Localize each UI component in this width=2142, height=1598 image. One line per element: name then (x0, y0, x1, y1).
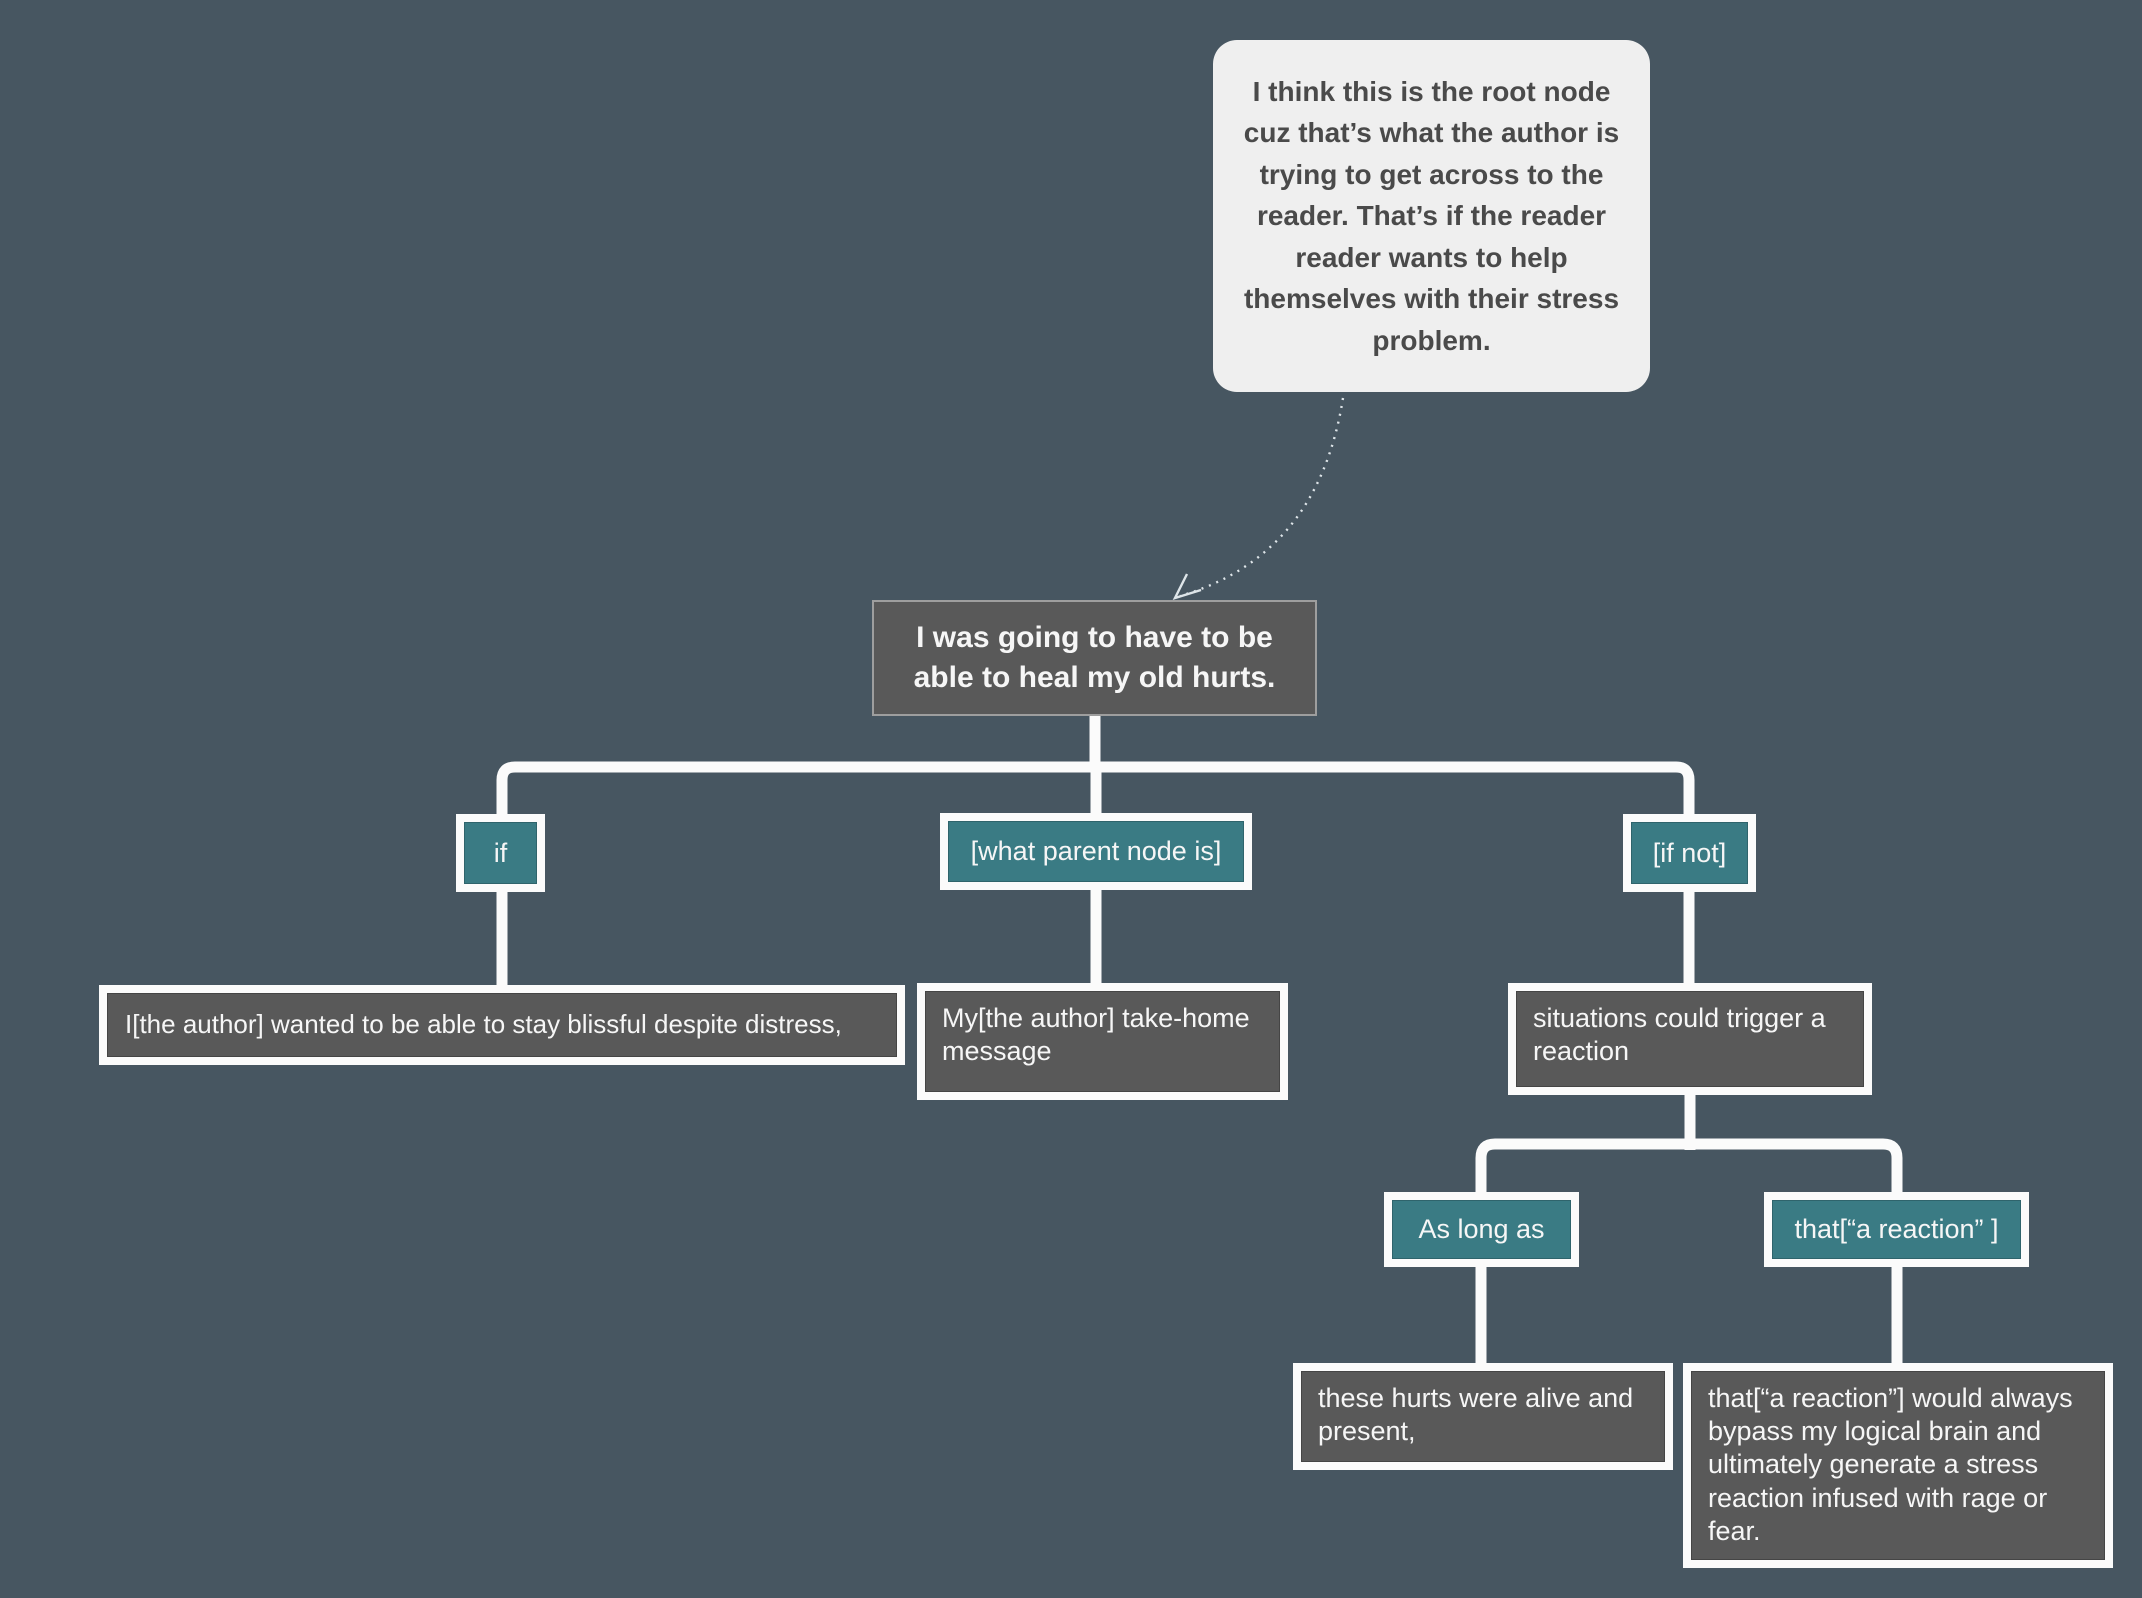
comment-arrow (1172, 397, 1345, 600)
node-statement-hurts-alive[interactable]: these hurts were alive and present, (1293, 1363, 1673, 1470)
node-connector-as-long-as[interactable]: As long as (1384, 1192, 1579, 1267)
node-connector-if-not[interactable]: [if not] (1623, 814, 1756, 892)
node-connector-that-a-reaction[interactable]: that[“a reaction” ] (1764, 1192, 2029, 1267)
node-statement-bypass-logical-brain[interactable]: that[“a reaction”] would always bypass m… (1683, 1363, 2113, 1568)
comment-callout-text: I think this is the root node cuz that’s… (1243, 75, 1620, 356)
node-connector-if[interactable]: if (456, 814, 545, 892)
node-connector-what-parent-node-is[interactable]: [what parent node is] (940, 813, 1252, 890)
node-statement-situations-trigger[interactable]: situations could trigger a reaction (1508, 983, 1872, 1095)
comment-arrow-head (1172, 573, 1202, 600)
comment-callout[interactable]: I think this is the root node cuz that’s… (1213, 40, 1650, 392)
node-root[interactable]: I was going to have to be able to heal m… (872, 600, 1317, 716)
node-statement-stay-blissful[interactable]: I[the author] wanted to be able to stay … (99, 985, 905, 1065)
node-statement-take-home-message[interactable]: My[the author] take-home message (917, 983, 1288, 1100)
comment-arrow-curve (1179, 397, 1345, 598)
